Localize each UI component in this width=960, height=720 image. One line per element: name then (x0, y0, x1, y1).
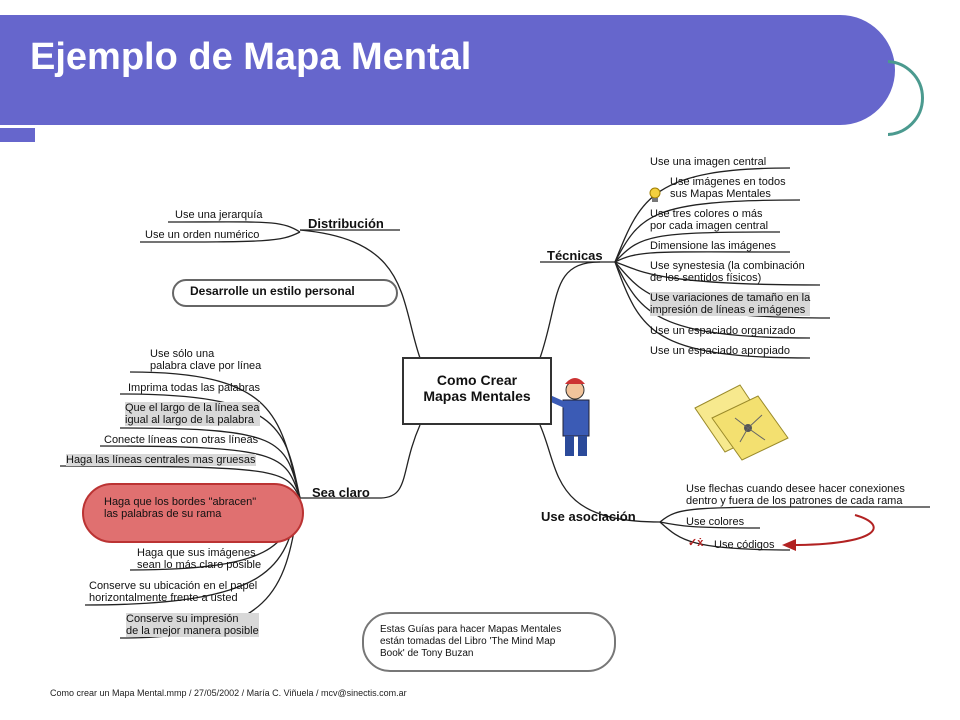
check-icon: ✓ẋ (688, 537, 704, 549)
sea-claro-item-7: Haga que sus imágenes sean lo más claro … (137, 547, 262, 571)
sea-claro-item-2: Imprima todas las palabras (128, 382, 261, 394)
sea-claro-item-6: Haga que los bordes "abracen" las palabr… (104, 496, 257, 520)
sea-claro-item-5: Haga las líneas centrales mas gruesas (66, 454, 256, 466)
sea-claro-item-3: Que el largo de la línea sea igual al la… (125, 402, 260, 426)
title-banner (0, 15, 895, 125)
slide-title: Ejemplo de Mapa Mental (30, 36, 472, 78)
highlight-bubble (82, 483, 304, 543)
sea-claro-item-8: Conserve su ubicación en el papel horizo… (89, 580, 258, 604)
asociacion-item-3: Use códigos (714, 539, 775, 551)
tecnicas-item-3: Use tres colores o más por cada imagen c… (650, 208, 769, 232)
banner-accent-bar (0, 128, 35, 142)
branch-distribucion-label: Distribución (308, 216, 384, 231)
tecnicas-item-2: Use imágenes en todos sus Mapas Mentales (670, 176, 786, 200)
asociacion-item-2: Use colores (686, 516, 745, 528)
sea-claro-item-9: Conserve su impresión de la mejor manera… (126, 613, 259, 637)
footer-credit: Como crear un Mapa Mental.mmp / 27/05/20… (50, 688, 407, 698)
tecnicas-item-5: Use synestesia (la combinación de los se… (650, 260, 805, 284)
lightbulb-icon (649, 187, 661, 202)
estilo-personal-bubble (172, 279, 398, 307)
center-node-label: Como Crear Mapas Mentales (423, 372, 531, 404)
distribucion-item-1: Use una jerarquía (175, 209, 263, 221)
mini-mindmap-sheets-icon (694, 384, 789, 461)
tecnicas-item-1: Use una imagen central (650, 156, 767, 168)
branch-asociacion-label: Use asociación (541, 509, 636, 524)
sea-claro-item-4: Conecte líneas con otras líneas (104, 434, 259, 446)
tecnicas-item-8: Use un espaciado apropiado (650, 345, 791, 357)
estilo-personal-label: Desarrolle un estilo personal (190, 284, 355, 298)
sea-claro-item-1: Use sólo una palabra clave por línea (150, 348, 262, 372)
branch-sea-claro-label: Sea claro (312, 485, 370, 500)
tecnicas-item-6: Use variaciones de tamaño en la impresió… (650, 292, 811, 316)
distribucion-item-2: Use un orden numérico (145, 229, 260, 241)
center-node: Como Crear Mapas Mentales (402, 357, 552, 425)
tecnicas-item-4: Dimensione las imágenes (650, 240, 776, 252)
source-note: Estas Guías para hacer Mapas Mentales es… (380, 624, 562, 659)
source-note-bubble (362, 612, 616, 672)
asociacion-item-1: Use flechas cuando desee hacer conexione… (686, 483, 905, 507)
branch-tecnicas-label: Técnicas (547, 248, 603, 263)
tecnicas-item-7: Use un espaciado organizado (650, 325, 796, 337)
